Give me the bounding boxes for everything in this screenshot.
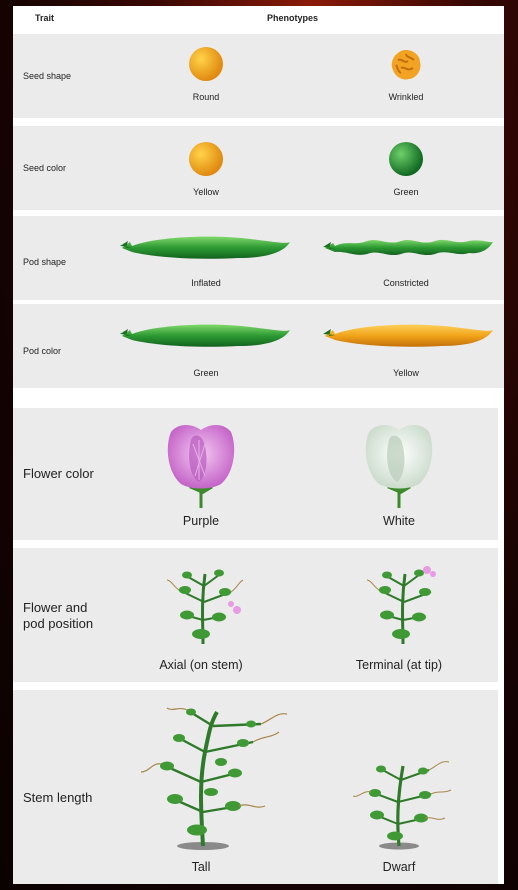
phenotype-left: Round <box>126 92 286 102</box>
phenotype-right: Dwarf <box>319 860 479 874</box>
row-pod-shape: Pod shape Inflated Constricted <box>13 216 504 300</box>
row-flower-pod-position: Flower and pod position Axial (on stem) <box>13 548 498 682</box>
trait-label: Pod color <box>23 346 61 356</box>
phenotype-left: Inflated <box>126 278 286 288</box>
row-seed-shape: Seed shape Round Wrinkled <box>13 34 504 118</box>
trait-label: Seed shape <box>23 71 71 81</box>
inflated-pod-icon <box>118 232 293 262</box>
trait-label-line2: pod position <box>23 616 93 632</box>
row-pod-color: Pod color Green Yellow <box>13 304 504 388</box>
trait-label: Pod shape <box>23 257 66 267</box>
green-seed-icon <box>388 141 424 177</box>
phenotype-left: Yellow <box>126 187 286 197</box>
yellow-seed-icon <box>188 141 224 177</box>
wrinkled-seed-icon <box>389 48 423 82</box>
phenotype-right: Yellow <box>326 368 486 378</box>
yellow-pod-icon <box>321 320 496 350</box>
phenotype-right: Terminal (at tip) <box>319 658 479 672</box>
white-flower-icon <box>361 420 437 508</box>
phenotype-right: Constricted <box>326 278 486 288</box>
phenotype-right: Wrinkled <box>326 92 486 102</box>
axial-plant-icon <box>161 564 245 644</box>
header-phenotypes: Phenotypes <box>267 13 318 23</box>
round-seed-icon <box>188 46 224 82</box>
green-pod-icon <box>118 320 293 350</box>
phenotype-left: Axial (on stem) <box>121 658 281 672</box>
trait-label-line1: Flower and <box>23 600 87 616</box>
phenotype-right: White <box>319 514 479 528</box>
row-flower-color: Flower color Purple White <box>13 408 498 540</box>
phenotype-left: Purple <box>121 514 281 528</box>
constricted-pod-icon <box>321 234 496 260</box>
header-trait: Trait <box>35 13 54 23</box>
phenotype-left: Tall <box>121 860 281 874</box>
terminal-plant-icon <box>361 564 445 644</box>
phenotype-left: Green <box>126 368 286 378</box>
table-header: Trait Phenotypes <box>13 6 504 32</box>
trait-label: Stem length <box>23 790 92 806</box>
phenotype-right: Green <box>326 187 486 197</box>
row-seed-color: Seed color Yellow Green <box>13 126 504 210</box>
mendel-traits-figure: Trait Phenotypes Seed shape Round Wrinkl… <box>13 6 504 884</box>
row-stem-length: Stem length Tall <box>13 690 498 884</box>
tall-plant-icon <box>131 702 291 850</box>
trait-label: Seed color <box>23 163 66 173</box>
purple-flower-icon <box>163 420 239 508</box>
dwarf-plant-icon <box>351 754 455 850</box>
trait-label: Flower color <box>23 466 94 482</box>
